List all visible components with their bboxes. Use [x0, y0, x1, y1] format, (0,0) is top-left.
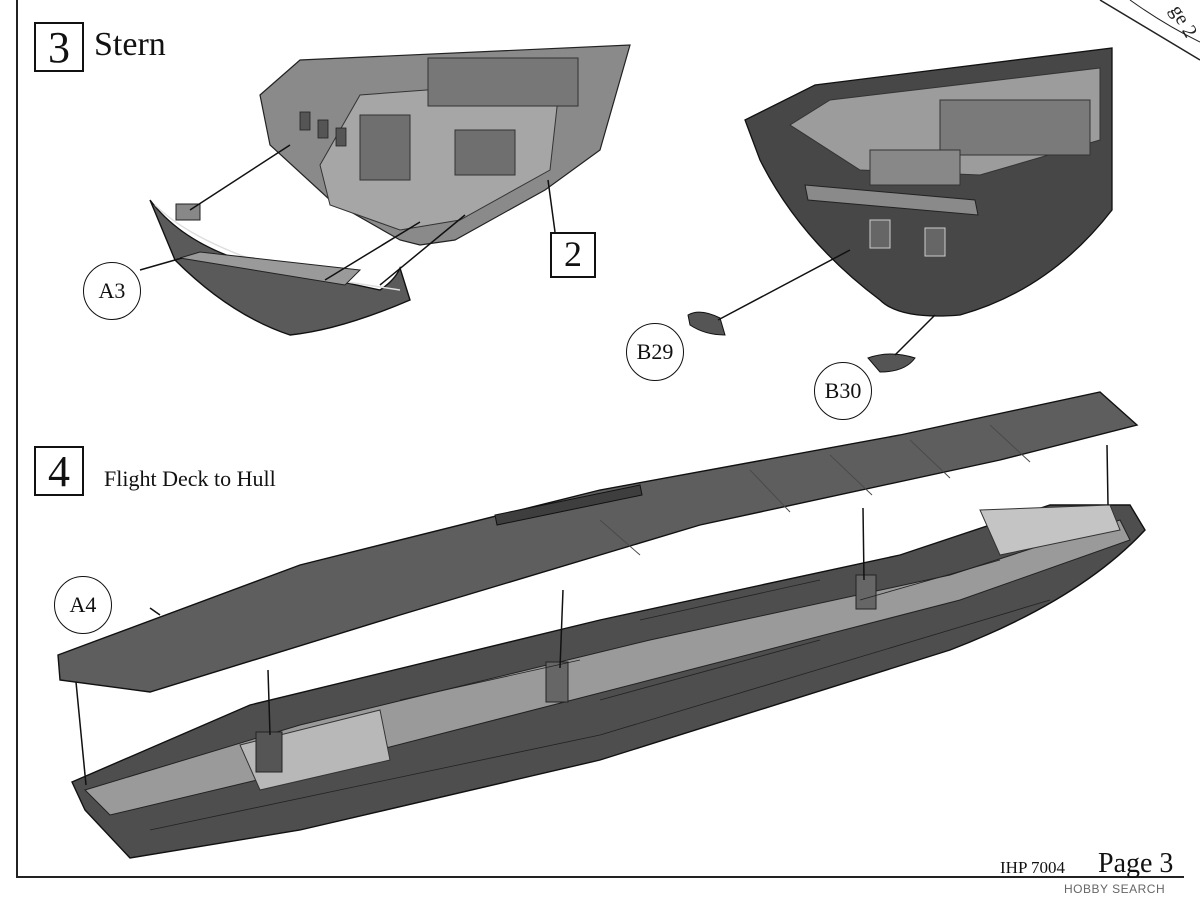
stern-view-left — [139, 44, 631, 336]
flight-deck — [57, 391, 1139, 693]
step-3-title: Stern — [94, 26, 166, 63]
part-label-b30: B30 — [814, 362, 872, 420]
part-label-a3: A3 — [83, 262, 141, 320]
subassembly-ref-2: 2 — [550, 232, 596, 278]
hull — [71, 504, 1146, 859]
part-label-a4: A4 — [54, 576, 112, 634]
page-number: Page 3 — [1098, 848, 1174, 879]
page-frame — [16, 0, 1184, 878]
stern-view-right — [687, 47, 1113, 373]
step-3-number: 3 — [34, 22, 84, 72]
kit-code: IHP 7004 — [1000, 858, 1066, 877]
step-4-title: Flight Deck to Hull — [104, 466, 276, 491]
watermark: HOBBY SEARCH — [1064, 882, 1166, 896]
part-label-b29: B29 — [626, 323, 684, 381]
step-4-number: 4 — [34, 446, 84, 496]
step-4-leader-lines — [75, 444, 1109, 786]
